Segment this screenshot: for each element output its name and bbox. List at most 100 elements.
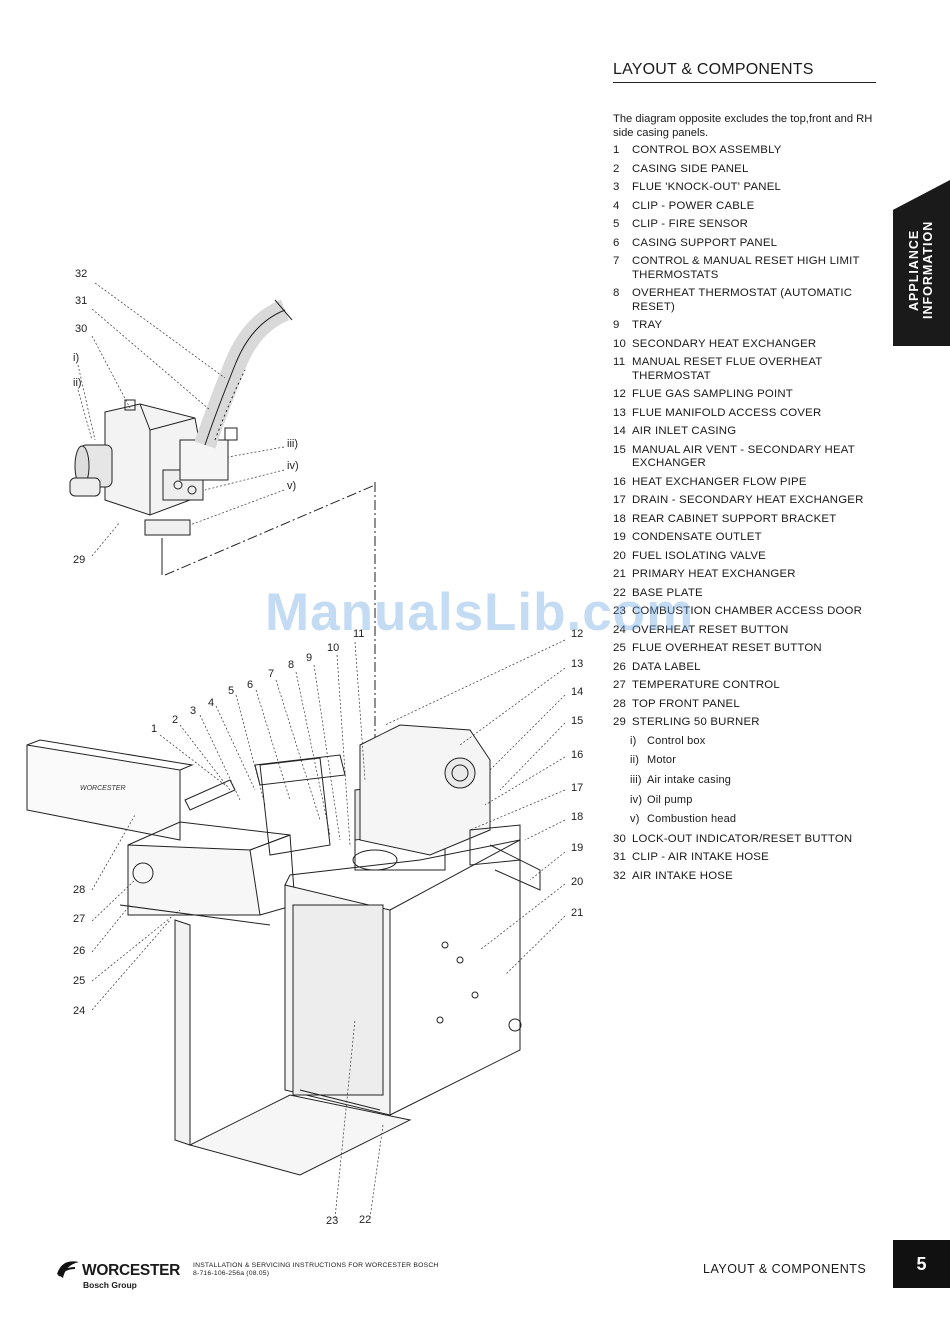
component-label: TEMPERATURE CONTROL — [632, 679, 780, 691]
component-item: 21 PRIMARY HEAT EXCHANGER — [613, 568, 893, 582]
component-number: 13 — [613, 406, 627, 419]
component-number: 28 — [613, 697, 627, 710]
callout-22: 22 — [359, 1214, 372, 1226]
callout-31: 31 — [75, 295, 88, 307]
component-label: TRAY — [632, 319, 663, 331]
component-label: COMBUSTION CHAMBER ACCESS DOOR — [632, 605, 863, 617]
component-label: FLUE OVERHEAT RESET BUTTON — [632, 642, 822, 654]
component-number: iii) — [630, 773, 642, 786]
component-label: CONTROL & MANUAL RESET HIGH LIMIT THERMO… — [632, 255, 860, 281]
component-label: Air intake casing — [647, 773, 732, 786]
component-number: 20 — [613, 549, 627, 562]
component-number: 7 — [613, 255, 620, 267]
callout-11: 11 — [353, 628, 365, 640]
document-reference: INSTALLATION & SERVICING INSTRUCTIONS FO… — [193, 1262, 439, 1278]
component-label: MANUAL RESET FLUE OVERHEAT THERMOSTAT — [632, 356, 823, 382]
callout-7: 7 — [268, 668, 275, 680]
component-number: 4 — [613, 199, 620, 212]
component-number: 26 — [613, 660, 627, 673]
component-number: 11 — [613, 356, 626, 368]
component-number: 15 — [613, 443, 627, 456]
component-number: 21 — [613, 568, 627, 580]
component-number: 30 — [613, 832, 627, 845]
page-number: 5 — [893, 1240, 950, 1288]
component-number: 8 — [613, 287, 620, 299]
component-number: 18 — [613, 512, 627, 525]
side-tab — [893, 180, 950, 346]
doc-title: INSTALLATION & SERVICING INSTRUCTIONS FO… — [193, 1262, 439, 1269]
exploded-diagram: WORCESTER — [26, 282, 566, 1219]
callout-12: 12 — [571, 628, 584, 640]
component-label: HEAT EXCHANGER FLOW PIPE — [632, 475, 807, 488]
callout-6: 6 — [247, 679, 254, 691]
component-label: PRIMARY HEAT EXCHANGER — [632, 568, 796, 580]
component-number: 16 — [613, 475, 627, 488]
component-number: 6 — [613, 236, 620, 249]
component-label: MANUAL AIR VENT - SECONDARY HEAT EXCHANG… — [632, 443, 855, 470]
callout-4: 4 — [208, 697, 215, 709]
callout-5: 5 — [228, 685, 235, 697]
callout-17: 17 — [571, 782, 584, 794]
component-label: CASING SUPPORT PANEL — [632, 236, 778, 249]
callout-28: 28 — [73, 884, 86, 896]
component-label: CLIP - FIRE SENSOR — [632, 218, 749, 230]
component-item: 25 FLUE OVERHEAT RESET BUTTON — [613, 642, 893, 656]
callout-v: v) — [287, 480, 297, 492]
callout-19: 19 — [571, 842, 584, 854]
doc-code: 8-716-106-256a (08.05) — [193, 1270, 270, 1277]
component-number: iv) — [630, 793, 643, 806]
component-label: AIR INLET CASING — [632, 425, 737, 437]
component-label: CONTROL BOX ASSEMBLY — [632, 144, 782, 156]
component-label: FLUE GAS SAMPLING POINT — [632, 388, 793, 400]
component-number: ii) — [630, 754, 640, 767]
component-number: 5 — [613, 218, 620, 230]
burner-assembly — [69, 299, 293, 575]
component-label: CONDENSATE OUTLET — [632, 531, 762, 543]
component-label: BASE PLATE — [632, 586, 703, 599]
section-heading: LAYOUT & COMPONENTS — [613, 61, 876, 83]
component-number: i) — [630, 734, 637, 747]
component-label: FLUE MANIFOLD ACCESS COVER — [632, 406, 822, 419]
callout-iii: iii) — [287, 438, 298, 450]
callout-24: 24 — [73, 1005, 86, 1017]
component-label: DATA LABEL — [632, 660, 701, 673]
component-number: 27 — [613, 679, 627, 691]
component-number: 19 — [613, 531, 627, 543]
callout-ii: ii) — [73, 377, 82, 389]
component-item: 26 DATA LABEL — [613, 661, 893, 675]
component-item: 16 HEAT EXCHANGER FLOW PIPE — [613, 476, 893, 490]
component-label: FUEL ISOLATING VALVE — [632, 549, 766, 562]
component-number: 25 — [613, 642, 627, 654]
brand-subtitle: Bosch Group — [83, 1280, 137, 1290]
component-label: SECONDARY HEAT EXCHANGER — [632, 337, 817, 350]
callout-8: 8 — [288, 659, 295, 671]
callout-25: 25 — [73, 975, 86, 987]
brand-name: WORCESTER — [82, 1262, 181, 1279]
component-number: 32 — [613, 869, 627, 882]
component-item: 15 MANUAL AIR VENT - SECONDARY HEAT EXCHA… — [613, 444, 893, 471]
component-item: 20 FUEL ISOLATING VALVE — [613, 550, 893, 564]
callout-iv: iv) — [287, 460, 299, 472]
component-label: Motor — [647, 754, 677, 767]
callout-i: i) — [73, 352, 80, 364]
component-item: 6 CASING SUPPORT PANEL — [613, 237, 893, 251]
component-label: REAR CABINET SUPPORT BRACKET — [632, 512, 837, 525]
component-label: Oil pump — [647, 793, 693, 806]
footer-section-title: LAYOUT & COMPONENTS — [703, 1262, 867, 1276]
watermark: ManualsLib.com — [265, 583, 695, 642]
component-number: 17 — [613, 494, 627, 506]
component-item: 7 CONTROL & MANUAL RESET HIGH LIMIT THERM… — [613, 255, 893, 282]
component-number: 3 — [613, 181, 620, 193]
callout-18: 18 — [571, 811, 584, 823]
